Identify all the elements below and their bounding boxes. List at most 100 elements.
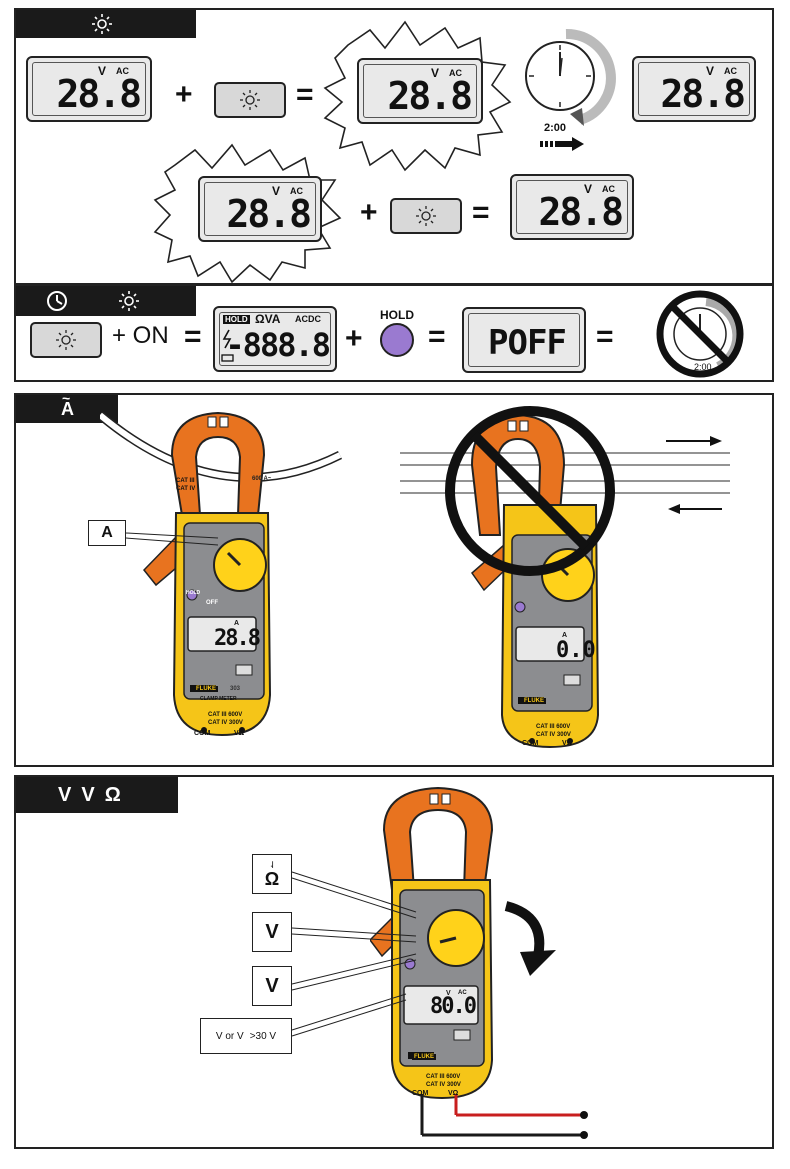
plus-sign: + bbox=[345, 322, 363, 355]
meter2-cat1: CAT III 600V bbox=[536, 724, 571, 730]
meter-off: OFF bbox=[206, 600, 218, 606]
meter3-lcd-unit-v: V bbox=[446, 990, 451, 997]
callout-vac-label: V bbox=[252, 966, 292, 1006]
sun-icon bbox=[56, 330, 76, 350]
rotate-arrow-icon bbox=[504, 901, 545, 957]
battery-icon bbox=[221, 354, 234, 362]
units-annunciator: ΩVA bbox=[255, 312, 281, 326]
plus-sign: + bbox=[360, 196, 378, 229]
prohibited-icon bbox=[656, 290, 744, 378]
callout-a-label: A bbox=[88, 520, 126, 546]
tab-ohm-label: Ω bbox=[104, 783, 121, 806]
hold-label: HOLD bbox=[380, 308, 414, 322]
equals-sign: = bbox=[184, 320, 202, 353]
callout-vac-text: V bbox=[265, 974, 279, 997]
meter-jaw-cat1: CAT III bbox=[176, 478, 195, 484]
equals-sign: = bbox=[428, 320, 446, 353]
plus-on-label: + ON bbox=[112, 322, 169, 349]
meter3-cat2: CAT IV 300V bbox=[426, 1082, 461, 1088]
unit-v: V bbox=[706, 64, 715, 78]
callout-v-or-v: V or V bbox=[215, 1030, 244, 1042]
arrow-left-icon bbox=[668, 504, 722, 514]
lcd-display: V AC 28.8 bbox=[26, 56, 152, 122]
meter3-brand: FLUKE bbox=[412, 1054, 436, 1060]
lcd-reading: 28.8 bbox=[538, 190, 624, 234]
sun-icon bbox=[240, 90, 260, 110]
backlight-button[interactable] bbox=[30, 322, 102, 358]
hold-annunciator: HOLD bbox=[223, 315, 250, 324]
unit-ac: AC bbox=[724, 66, 737, 76]
sound-icon: ˨ bbox=[270, 859, 274, 870]
meter-vohm: VΩ bbox=[234, 730, 245, 737]
unit-ac: AC bbox=[449, 68, 462, 78]
equals-sign: = bbox=[596, 320, 614, 353]
callout-lines-3 bbox=[125, 532, 219, 546]
meter2-vohm: VΩ bbox=[562, 740, 573, 747]
equals-sign: = bbox=[472, 196, 490, 229]
unit-ac: AC bbox=[290, 186, 303, 196]
timer-label-apo: 2:00 bbox=[694, 362, 712, 372]
meter-com: COM bbox=[194, 730, 211, 737]
prohibited-icon bbox=[445, 406, 615, 576]
sun-icon bbox=[92, 14, 112, 34]
callout-a-text: A bbox=[101, 524, 113, 541]
lcd-reading: 28.8 bbox=[387, 74, 473, 118]
unit-ac: AC bbox=[602, 184, 615, 194]
tab-vac-label: V bbox=[58, 783, 72, 806]
lcd-reading: 28.8 bbox=[660, 72, 746, 116]
meter2-lcd-reading: 0.0 bbox=[556, 638, 596, 663]
sun-icon bbox=[119, 291, 139, 311]
clamp-meter-1 bbox=[100, 411, 343, 737]
plus-sign: + bbox=[175, 78, 193, 111]
tilde-icon: ~ bbox=[62, 390, 71, 406]
callout-ohm-label: ˨ Ω bbox=[252, 854, 292, 894]
lightning-icon bbox=[221, 329, 234, 362]
callout-vdc-text: V bbox=[265, 920, 279, 943]
meter-lcd-reading: 28.8 bbox=[214, 626, 261, 651]
lcd-segments: -888.8 bbox=[225, 326, 331, 364]
tab-a-label: A bbox=[61, 398, 74, 419]
meter3-cat1: CAT III 600V bbox=[426, 1074, 461, 1080]
hold-button[interactable] bbox=[380, 323, 414, 357]
meter-brand: FLUKE bbox=[194, 686, 218, 692]
callout-gt30: >30 V bbox=[249, 1030, 277, 1042]
clock-icon bbox=[525, 28, 616, 126]
meter-hold: HOLD bbox=[186, 590, 201, 596]
lcd-reading: 28.8 bbox=[56, 72, 142, 116]
unit-v: V bbox=[431, 66, 440, 80]
lcd-display: V AC 28.8 bbox=[632, 56, 756, 122]
tab-vdc-label: V bbox=[81, 783, 95, 806]
poff-text: POFF bbox=[488, 323, 567, 363]
meter-model: 303 bbox=[230, 686, 241, 692]
lcd-display: V AC 28.8 bbox=[510, 174, 634, 240]
meter3-lcd-reading: 80.0 bbox=[430, 994, 477, 1019]
voltage-tab: V V Ω bbox=[16, 777, 178, 813]
backlight-button[interactable] bbox=[390, 198, 462, 234]
lcd-reading: 28.8 bbox=[226, 192, 312, 236]
lcd-display-lit: V AC 28.8 bbox=[357, 58, 483, 124]
meter2-brand: FLUKE bbox=[522, 698, 546, 704]
meter3-lcd-unit-ac: AC bbox=[458, 990, 467, 996]
meter2-cat2: CAT IV 300V bbox=[536, 732, 571, 738]
callout-vdc-label: V bbox=[252, 912, 292, 952]
unit-v: V bbox=[98, 64, 107, 78]
meter3-com: COM bbox=[412, 1090, 429, 1097]
clock-icon bbox=[47, 291, 67, 311]
equals-sign: = bbox=[296, 78, 314, 111]
backlight-button[interactable] bbox=[214, 82, 286, 118]
current-panel: A ~ bbox=[14, 390, 774, 767]
clamp-meter-3 bbox=[370, 786, 588, 1139]
meter2-com: COM bbox=[522, 740, 539, 747]
meter2-lcd-unit: A bbox=[562, 632, 568, 639]
meter-subtitle: CLAMP METER bbox=[200, 696, 237, 702]
acdc-annunciator: ACDC bbox=[295, 314, 321, 324]
meter-cat1: CAT III 600V bbox=[208, 712, 243, 718]
lcd-poff: POFF bbox=[462, 307, 586, 373]
apo-tab bbox=[16, 286, 196, 316]
backlight-tab bbox=[16, 10, 196, 38]
arrow-right-icon bbox=[540, 137, 584, 151]
meter-jaw-rating: 600 A~ bbox=[252, 476, 272, 482]
meter-cat2: CAT IV 300V bbox=[208, 720, 243, 726]
unit-v: V bbox=[584, 182, 593, 196]
